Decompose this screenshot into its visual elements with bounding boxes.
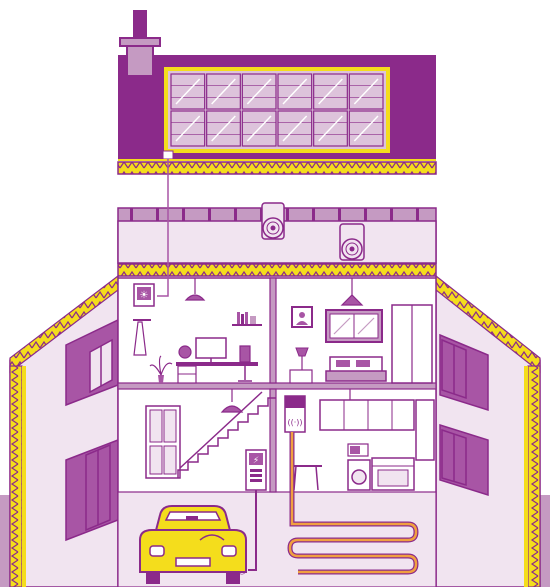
window [326,310,382,342]
chimney [133,10,147,40]
loft [118,203,436,263]
cooker [372,458,414,490]
wifi-icon: ((·)) [287,418,302,427]
home-battery: ⚡ [246,450,266,490]
wardrobe [392,305,432,383]
right-wall [436,276,540,587]
solar-inverter [163,151,173,159]
first-floor-slab [118,383,436,389]
sun-icon: ☀ [140,290,149,301]
loft-floor-insulation [118,264,436,276]
insulation-roll [262,203,284,239]
washing-machine [348,460,370,490]
insulation-roll [340,224,364,260]
heat-pump-unit: ((·)) [285,396,305,432]
battery-icon: ⚡ [253,456,259,466]
roof-insulation-strip [118,162,436,174]
bookshelf [232,311,262,325]
roof [118,10,436,160]
bed [326,357,386,381]
left-wall [10,276,118,587]
front-door [146,406,180,478]
microwave [348,444,368,456]
